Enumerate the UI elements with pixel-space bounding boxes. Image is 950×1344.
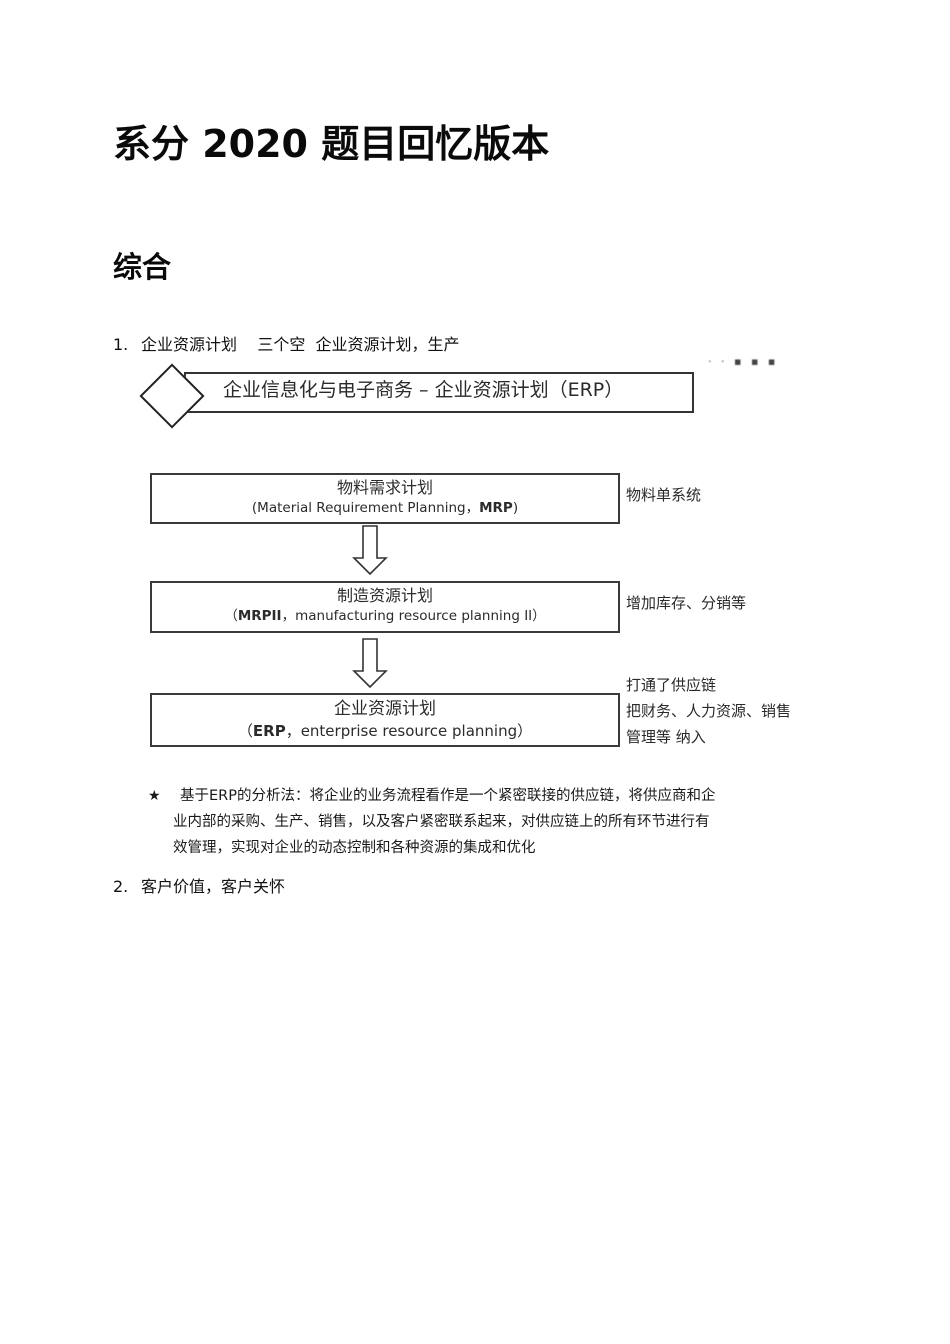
page-title: 系分 2020 题目回忆版本 xyxy=(113,122,550,166)
list-text: 客户价值，客户关怀 xyxy=(141,877,286,896)
down-arrow-icon xyxy=(352,525,388,575)
stage-note-mrpii: 增加库存、分销等 xyxy=(626,594,747,612)
stage-title: 制造资源计划 xyxy=(336,586,433,605)
stage-box-mrp: 物料需求计划 (Material Requirement Planning，MR… xyxy=(150,473,620,524)
figure-banner-title: 企业信息化与电子商务 – 企业资源计划（ERP） xyxy=(223,379,624,401)
list-number: 1. xyxy=(113,335,129,354)
erp-analysis-note: ★ 基于ERP的分析法：将企业的业务流程看作是一个紧密联接的供应链，将供应商和企… xyxy=(148,779,831,867)
stage-note-mrp: 物料单系统 xyxy=(626,486,702,504)
list-text: 企业资源计划 三个空 企业资源计划，生产 xyxy=(141,335,460,354)
section-heading: 综合 xyxy=(113,250,172,284)
stage-subtitle: (Material Requirement Planning，MRP) xyxy=(251,500,519,516)
list-number: 2. xyxy=(113,877,129,896)
list-item: 2. 客户价值，客户关怀 xyxy=(113,876,285,898)
note-line: 业内部的采购、生产、销售，以及客户紧密联系起来，对供应链上的所有环节进行有 xyxy=(173,814,710,830)
figure-banner xyxy=(184,372,694,413)
stage-subtitle: （ERP，enterprise resource planning） xyxy=(237,722,533,740)
note-line: 基于ERP的分析法：将企业的业务流程看作是一个紧密联接的供应链，将供应商和企 xyxy=(180,788,716,804)
scan-artifact: · · ▪ ▪ ▪ xyxy=(708,355,779,368)
stage-subtitle: （MRPII，manufacturing resource planning I… xyxy=(224,608,546,624)
down-arrow-icon xyxy=(352,638,388,688)
note-line: 效管理，实现对企业的动态控制和各种资源的集成和优化 xyxy=(173,840,536,856)
star-icon: ★ xyxy=(148,788,161,804)
stage-title: 企业资源计划 xyxy=(334,699,436,719)
stage-box-mrpii: 制造资源计划 （MRPII，manufacturing resource pla… xyxy=(150,581,620,633)
erp-figure: · · ▪ ▪ ▪ 企业信息化与电子商务 – 企业资源计划（ERP） 物料需求计… xyxy=(128,355,840,867)
stage-note-erp: 打通了供应链 把财务、人力资源、销售 管理等 纳入 xyxy=(626,676,792,746)
list-item: 1. 企业资源计划 三个空 企业资源计划，生产 xyxy=(113,334,460,356)
stage-box-erp: 企业资源计划 （ERP，enterprise resource planning… xyxy=(150,693,620,747)
stage-title: 物料需求计划 xyxy=(336,478,433,497)
